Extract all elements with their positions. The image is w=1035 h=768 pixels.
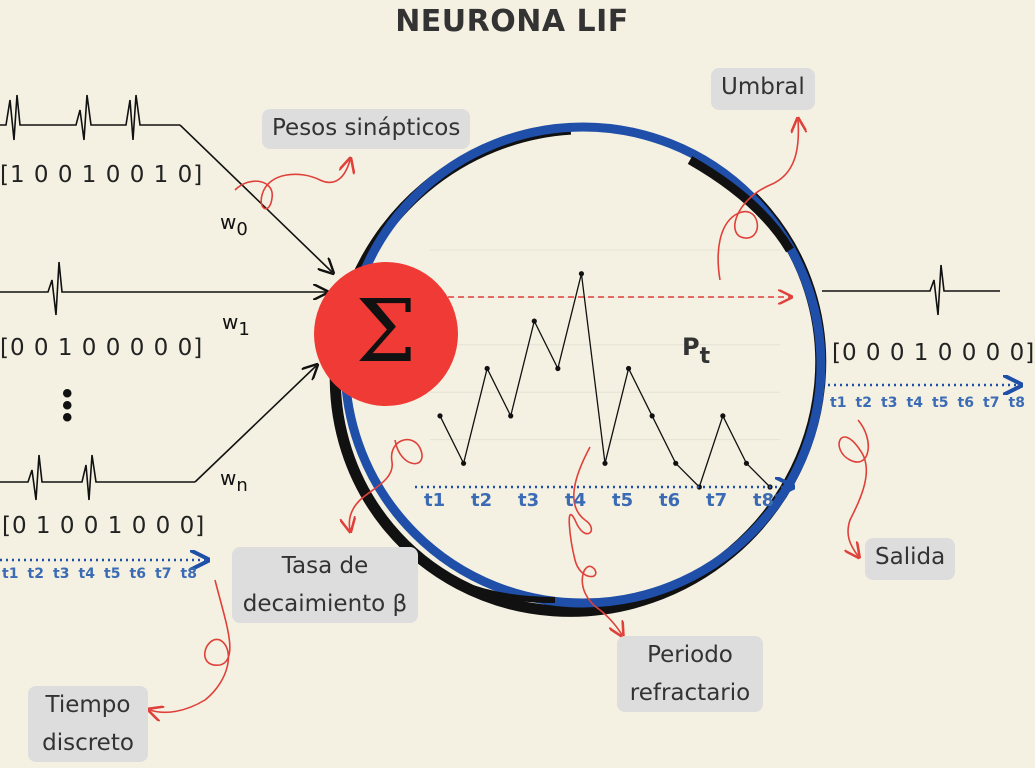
potential-point [508,413,514,419]
input-spike-train-1 [0,261,326,316]
tiempo-arrow [150,579,231,712]
time-tick: t1 [830,395,847,411]
output-time-ticks: t1 t2 t3 t4 t5 t6 t7 t8 [830,395,1034,411]
time-tick: t4 [78,566,95,582]
input-sequence-1: [0 0 1 0 0 0 0 0] [0,335,204,361]
weight-wn: wn [220,466,248,496]
potential-point [696,484,702,490]
input-spike-train-n [0,366,316,501]
diagram-title: NEURONA LIF [395,4,629,39]
potential-point [578,271,585,277]
tiempo-line-1: Tiempo [45,692,131,718]
potential-point [625,365,632,372]
time-tick: t3 [518,490,540,511]
time-tick: t8 [1008,395,1025,411]
potential-point [720,413,726,419]
time-tick: t6 [659,490,681,511]
tag-salida: Salida [865,538,956,580]
weight-w1: w1 [222,310,250,340]
output-spike-train [822,264,1000,316]
pesos-arrow [234,160,350,210]
potential-point [437,413,443,419]
potential-point [673,460,679,466]
periodo-arrow [568,446,622,635]
potential-point [484,365,490,372]
tasa-arrow [349,438,423,530]
tag-tiempo-discreto: Tiempo discreto [28,686,148,762]
time-tick: t7 [983,395,1000,411]
time-tick: t3 [53,566,70,582]
periodo-line-2: refractario [629,680,751,706]
tag-pesos-sinapticos: Pesos sinápticos [262,109,471,149]
time-tick: t2 [855,395,872,411]
time-tick: t7 [706,490,728,511]
tiempo-line-2: discreto [42,730,134,756]
time-tick: t4 [906,395,923,411]
potential-point [460,460,467,466]
tasa-line-2: decaimiento β [242,591,408,617]
summation-node [314,262,458,406]
input-spike-train-0 [0,94,332,272]
time-tick: t6 [129,566,146,582]
time-tick: t5 [104,566,121,582]
potential-label: Pt [682,333,711,369]
tasa-line-1: Tasa de [281,553,369,579]
annotation-arrows [150,120,870,712]
input-sequence-0: [1 0 0 1 0 0 1 0] [0,162,204,188]
potential-point [531,318,537,324]
time-tick: t5 [932,395,949,411]
time-tick: t6 [957,395,974,411]
potential-point [555,365,561,372]
periodo-line-1: Periodo [647,642,733,668]
time-tick: t2 [27,566,44,582]
tag-umbral: Umbral [711,68,815,110]
time-tick: t3 [881,395,898,411]
time-tick: t7 [155,566,172,582]
input-sequence-n: [0 1 0 0 1 0 0 0] [2,513,206,539]
sigma-symbol: Σ [355,282,417,382]
output-sequence: [0 0 0 1 0 0 0 0] [832,340,1035,366]
tag-tasa-decaimiento: Tasa de decaimiento β [232,547,418,623]
salida-arrow [838,419,870,556]
umbral-arrow [717,120,798,281]
time-tick: t4 [565,490,587,511]
ellipsis-dots: ••• [62,377,73,434]
time-tick: t8 [753,490,775,511]
time-tick: t1 [2,566,19,582]
weight-w0: w0 [220,210,248,240]
time-tick: t2 [471,490,493,511]
potential-point [602,460,608,466]
tag-periodo-refractario: Periodo refractario [617,636,763,712]
time-tick: t5 [612,490,634,511]
input-time-ticks: t1 t2 t3 t4 t5 t6 t7 t8 [2,566,206,582]
potential-point [649,413,655,419]
time-tick: t8 [180,566,197,582]
plot-time-ticks: t1 t2 t3 t4 t5 t6 t7 t8 [424,490,800,511]
potential-point [743,460,750,466]
time-tick: t1 [424,490,446,511]
potential-series-line [439,273,771,489]
potential-plot [415,249,790,490]
